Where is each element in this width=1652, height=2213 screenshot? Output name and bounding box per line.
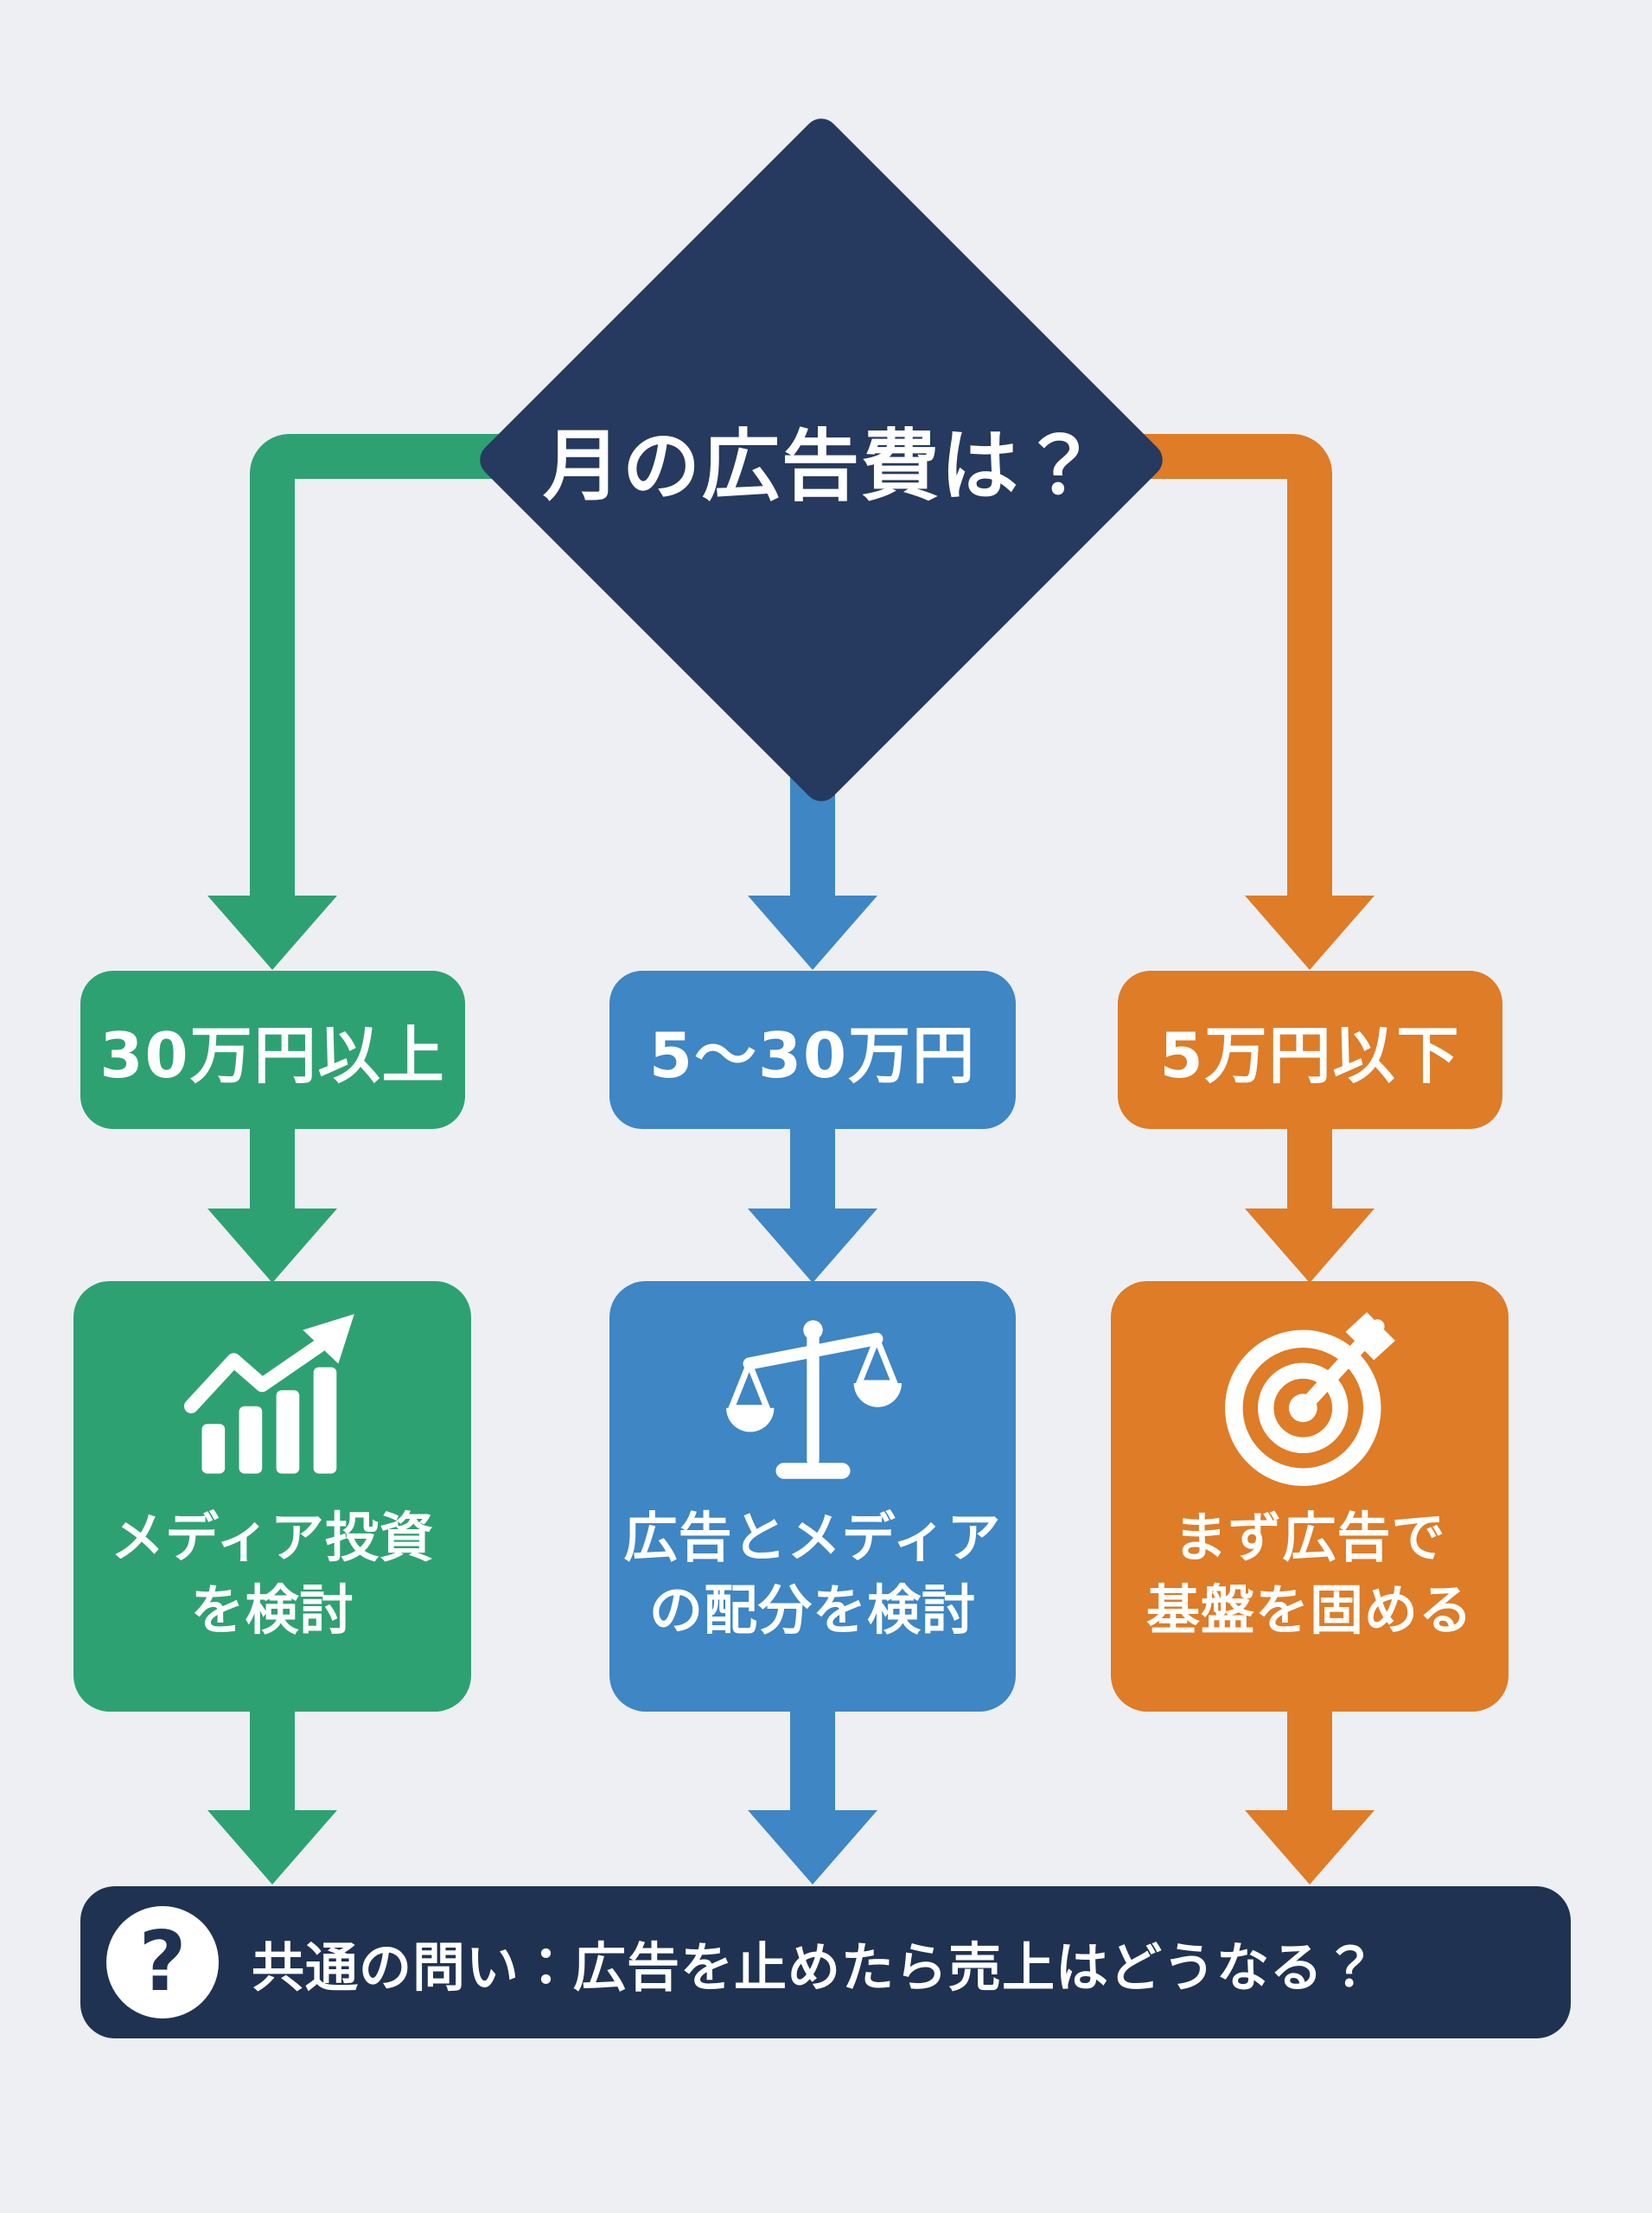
orange-arrowhead-down-icon [1245,896,1375,970]
action-label-line2: を検討 [190,1578,354,1642]
orange-connector-3 [1287,1709,1332,1813]
action-box-media-investment: メディア投資 を検討 [73,1281,471,1712]
condition-box-mid-budget: 5〜30万円 [609,971,1016,1129]
blue-arrowhead-down-icon [748,1810,877,1885]
condition-label: 5万円以下 [1159,1019,1461,1092]
action-label: メディア投資 を検討 [111,1502,434,1647]
green-arrowhead-down-icon [207,896,337,970]
condition-label: 30万円以上 [99,1019,446,1092]
action-label-line2: の配分を検討 [648,1578,976,1642]
orange-connector-2 [1287,1126,1332,1213]
orange-elbow-vertical-connector [1287,472,1332,899]
action-label-line1: 広告とメディア [623,1506,1002,1569]
blue-connector-2 [790,1126,835,1213]
action-box-allocation: 広告とメディア の配分を検討 [609,1281,1016,1712]
orange-arrowhead-down-icon [1245,1810,1375,1885]
green-connector-2 [250,1126,295,1213]
footer-question-text: 共通の問い：広告を止めたら売上はどうなる？ [252,1936,1378,1999]
green-arrowhead-down-icon [207,1810,337,1885]
blue-connector-3 [790,1709,835,1813]
balance-scale-icon [724,1311,902,1488]
orange-arrowhead-down-icon [1245,1209,1375,1283]
action-label-line2: 基盤を固める [1145,1578,1473,1642]
action-label-line1: まず広告で [1173,1506,1446,1569]
action-label: 広告とメディア の配分を検討 [624,1502,1002,1647]
action-box-ads-foundation: まず広告で 基盤を固める [1111,1281,1508,1712]
blue-arrowhead-down-icon [748,896,877,970]
bar-chart-growth-icon [183,1311,361,1488]
condition-box-low-budget: 5万円以下 [1118,971,1502,1129]
green-elbow-vertical-connector [250,472,295,899]
condition-label: 5〜30万円 [648,1019,977,1092]
decision-question-label: 月の広告費は？ [543,421,1100,512]
green-connector-3 [250,1709,295,1813]
action-label-line1: メディア投資 [111,1506,434,1569]
blue-arrowhead-down-icon [748,1209,877,1283]
footer-question-bar: ? 共通の問い：広告を止めたら売上はどうなる？ [80,1886,1571,2038]
action-label: まず広告で 基盤を固める [1146,1502,1473,1647]
target-arrow-icon [1221,1311,1399,1488]
question-mark-icon: ? [106,1906,219,2018]
condition-box-high-budget: 30万円以上 [80,971,465,1129]
green-arrowhead-down-icon [207,1209,337,1283]
